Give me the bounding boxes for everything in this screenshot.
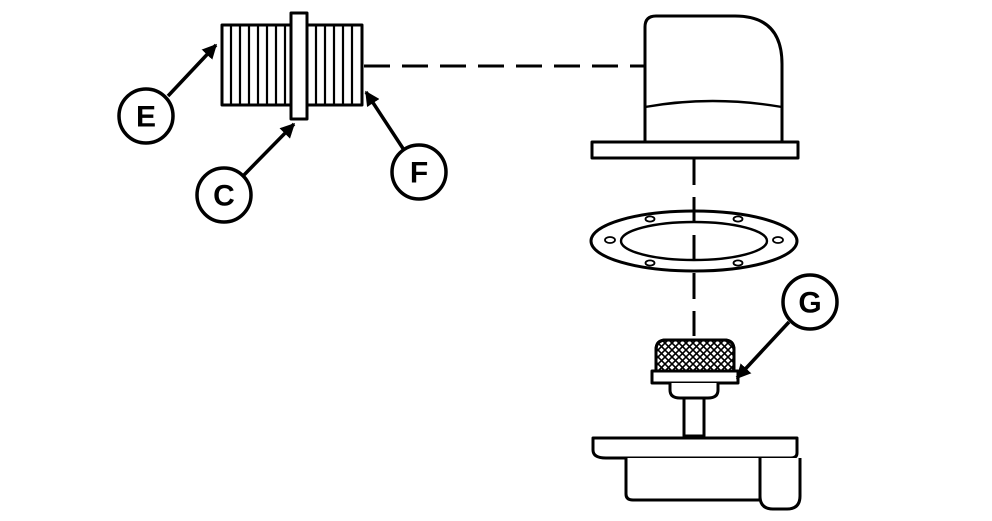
strainer-stem <box>682 396 706 438</box>
fitting-thread-lines-right <box>314 26 354 104</box>
callout-E-text: E <box>136 101 156 134</box>
callout-F: F <box>390 143 448 201</box>
pan-body <box>624 458 762 502</box>
base-pan <box>591 436 802 511</box>
strainer-neck <box>668 383 720 400</box>
elbow-band <box>644 99 783 109</box>
arrow-C <box>242 122 296 177</box>
pan-lip <box>591 436 799 460</box>
elbow-body <box>643 14 784 142</box>
arrow-G <box>735 320 791 380</box>
threaded-fitting <box>220 11 364 121</box>
strainer-rim <box>650 369 740 385</box>
arrow-F <box>364 90 406 151</box>
fitting-collar <box>289 11 309 121</box>
elbow-housing <box>590 14 800 160</box>
strainer-mesh-outline <box>654 338 736 372</box>
callout-F-text: F <box>410 157 428 190</box>
assembly-lines <box>364 64 696 437</box>
callout-labels: E C F G <box>117 87 839 331</box>
arrow-E <box>166 43 218 98</box>
strainer-mesh-pattern <box>656 340 734 372</box>
gasket-bolt-holes <box>604 215 784 267</box>
elbow-base-flange <box>590 140 800 160</box>
mesh-strainer <box>650 338 740 438</box>
pan-outlet <box>758 458 802 511</box>
callout-C-text: C <box>213 180 235 213</box>
fitting-thread-lines-left <box>229 26 287 104</box>
callout-C: C <box>195 166 253 224</box>
callout-G-text: G <box>798 287 821 320</box>
callout-arrows <box>166 43 791 380</box>
callout-E: E <box>117 87 175 145</box>
callout-G: G <box>781 273 839 331</box>
